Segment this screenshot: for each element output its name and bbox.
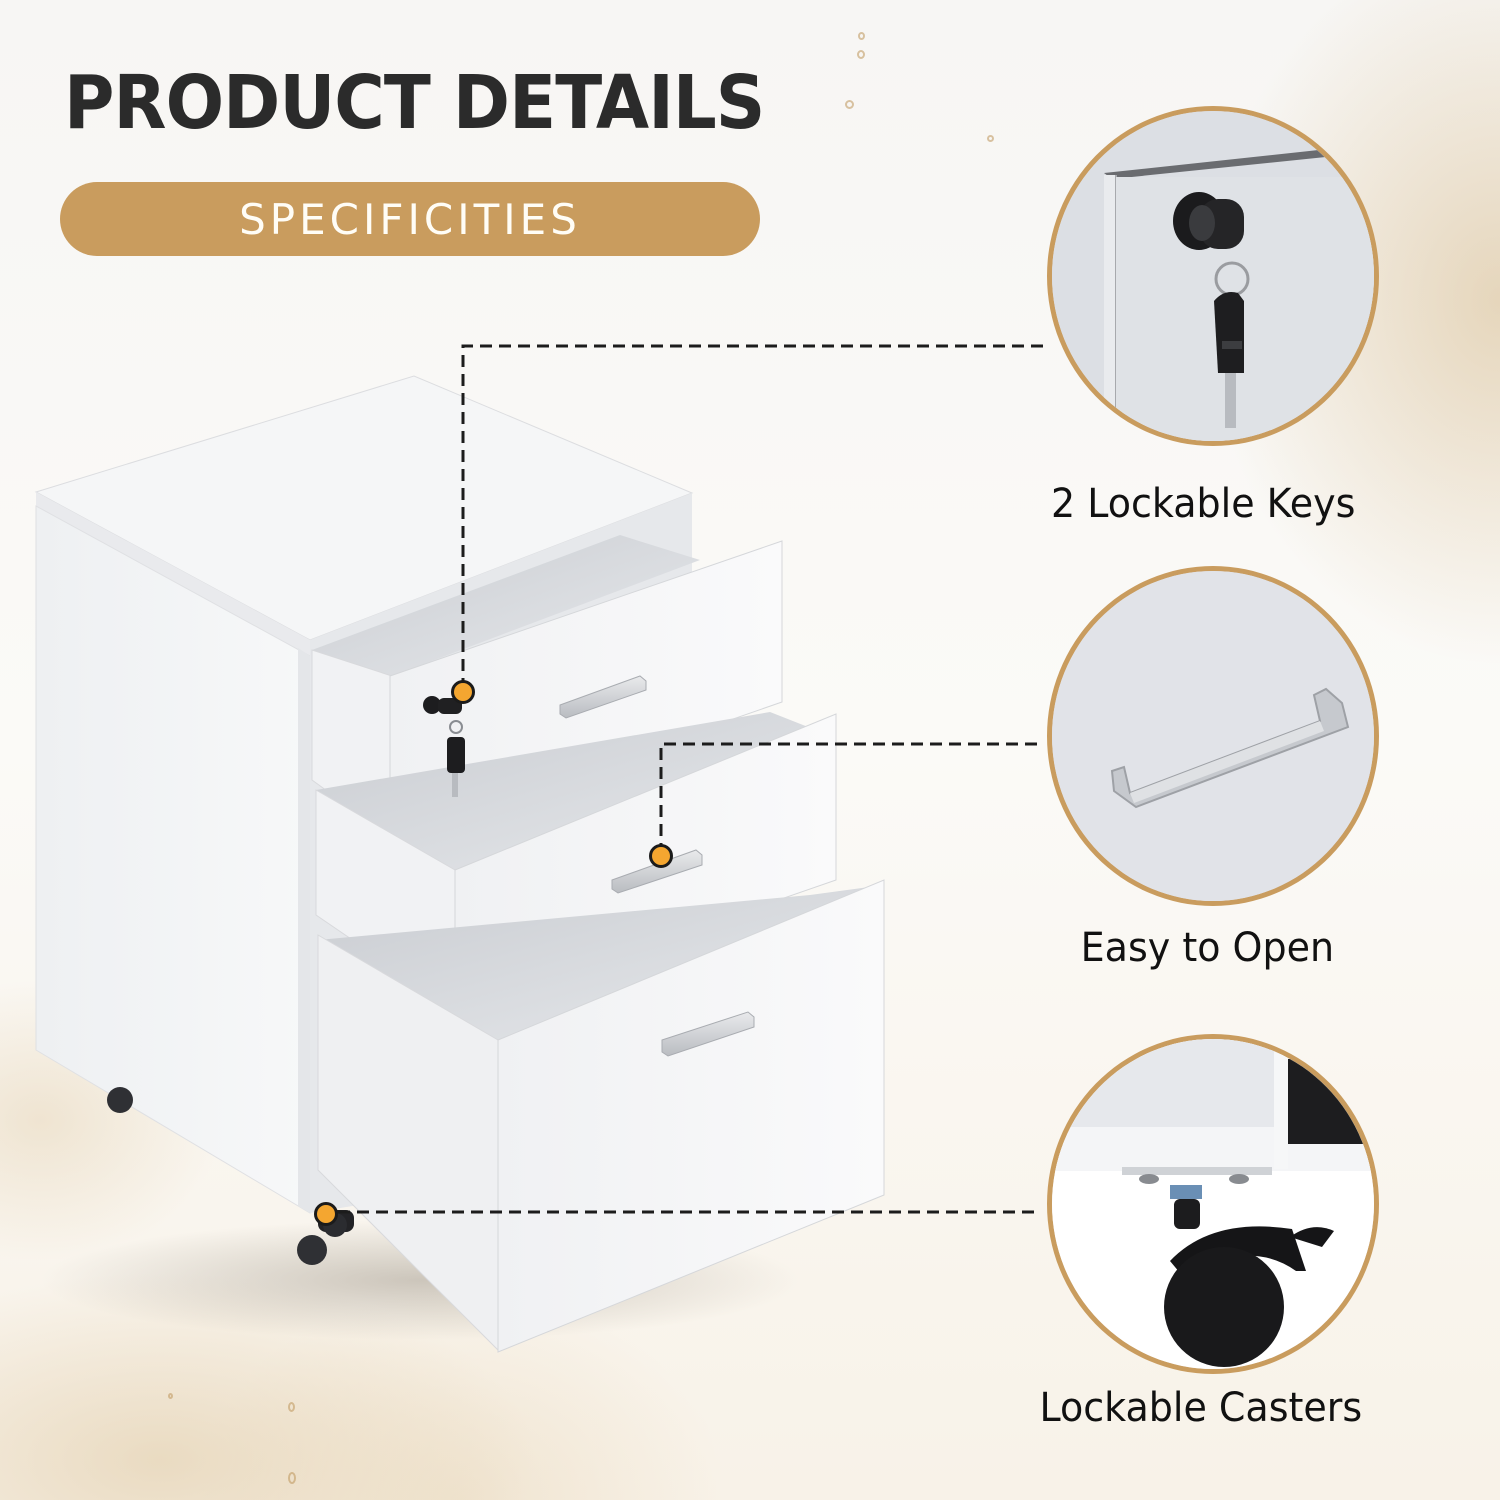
page-title: PRODUCT DETAILS xyxy=(64,60,765,146)
decorative-speck xyxy=(845,100,854,109)
decorative-speck xyxy=(857,50,865,59)
lock-marker-dot xyxy=(451,680,475,704)
lock-detail-circle xyxy=(1047,106,1379,446)
decorative-speck xyxy=(987,135,994,142)
handle-detail-circle xyxy=(1047,566,1379,906)
feature-label-easy-to-open: Easy to Open xyxy=(1080,925,1335,971)
subtitle-badge: SPECIFICITIES xyxy=(60,182,760,256)
caster-detail-circle xyxy=(1047,1034,1379,1374)
caster-marker-dot xyxy=(314,1202,338,1226)
lock-key-icon xyxy=(1052,111,1374,441)
caster-wheel-icon xyxy=(1052,1039,1374,1369)
decorative-speck xyxy=(288,1402,295,1412)
handle-marker-dot xyxy=(649,844,673,868)
feature-label-lockable-casters: Lockable Casters xyxy=(1039,1385,1363,1431)
decorative-speck xyxy=(288,1472,296,1484)
subtitle-text: SPECIFICITIES xyxy=(239,194,581,244)
drawer-handle-icon xyxy=(1052,571,1374,901)
feature-label-lockable-keys: 2 Lockable Keys xyxy=(1051,481,1356,527)
decorative-speck xyxy=(168,1393,173,1399)
decorative-speck xyxy=(858,32,865,40)
